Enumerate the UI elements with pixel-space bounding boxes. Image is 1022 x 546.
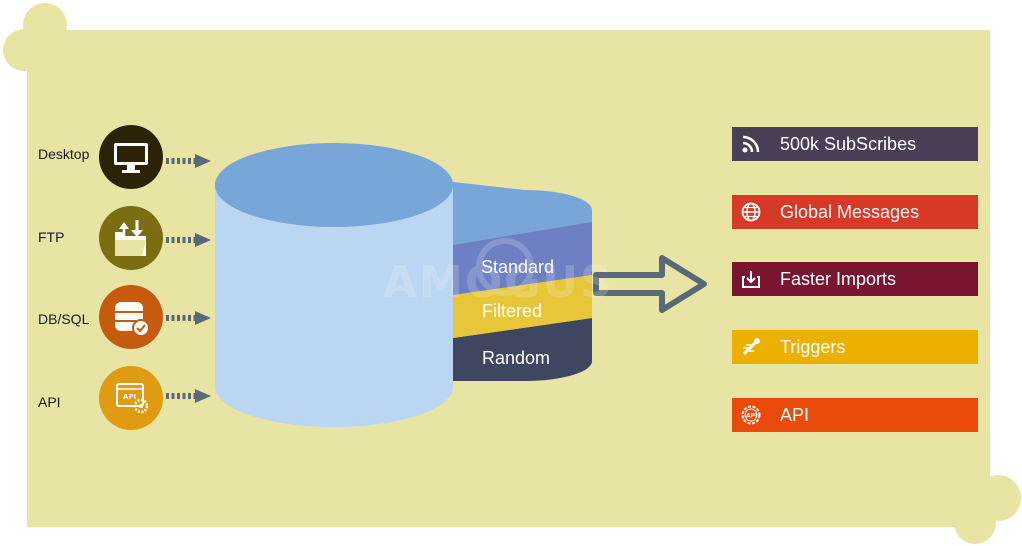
source-ftp [99, 206, 163, 270]
output-label: Triggers [780, 336, 846, 357]
output-label: Global Messages [780, 201, 920, 222]
output-global-messages: Global Messages [732, 195, 978, 229]
source-label-dbsql: DB/SQL [38, 311, 90, 327]
main-cylinder-body [215, 185, 453, 427]
import-icon [740, 268, 762, 290]
output-arrow [593, 255, 707, 313]
main-cylinder-top [215, 143, 453, 227]
folder-download-icon [115, 220, 146, 256]
layer-label-filtered: Filtered [482, 301, 543, 321]
corner-blob-top-left-2 [3, 29, 45, 71]
output-api: API API [732, 398, 978, 432]
source-api: API [99, 366, 163, 430]
layer-stack [453, 182, 593, 381]
connector-ftp [166, 233, 211, 247]
watermark: AMOGUS [383, 238, 614, 308]
output-label: API [780, 404, 810, 425]
output-faster-imports: Faster Imports [732, 262, 978, 296]
main-database-cylinder [215, 143, 453, 427]
rss-icon [740, 133, 762, 155]
output-subscribes: 500k SubScribes [732, 127, 978, 161]
corner-blob-bottom-right-2 [954, 502, 996, 544]
api-gear-icon: API [116, 383, 149, 414]
svg-text:API: API [123, 393, 136, 401]
layer-label-standard: Standard [481, 257, 555, 277]
watermark-target-icon [476, 238, 534, 296]
source-label-desktop: Desktop [38, 146, 90, 162]
monitor-icon [114, 143, 148, 173]
output-label: Faster Imports [780, 268, 897, 289]
layer-top-shape [453, 182, 592, 245]
layer-random-shape [453, 318, 593, 381]
database-check-icon [115, 302, 150, 337]
source-connectors [166, 154, 211, 403]
source-label-api: API [38, 394, 61, 410]
source-desktop [99, 125, 163, 189]
output-triggers: Triggers [732, 330, 978, 364]
trigger-icon [740, 336, 762, 358]
layer-label-random: Random [482, 348, 551, 368]
globe-icon [740, 201, 762, 223]
watermark-text: AMOGUS [383, 257, 614, 308]
api-gear-icon: API [740, 404, 762, 426]
connector-api [166, 389, 211, 403]
source-label-ftp: FTP [38, 229, 65, 245]
source-dbsql [99, 285, 163, 349]
connector-dbsql [166, 311, 211, 325]
layer-filtered-shape [453, 275, 592, 338]
source-api-circle [99, 366, 163, 430]
connector-desktop [166, 154, 211, 168]
output-label: 500k SubScribes [780, 133, 917, 154]
svg-text:API: API [746, 413, 757, 420]
